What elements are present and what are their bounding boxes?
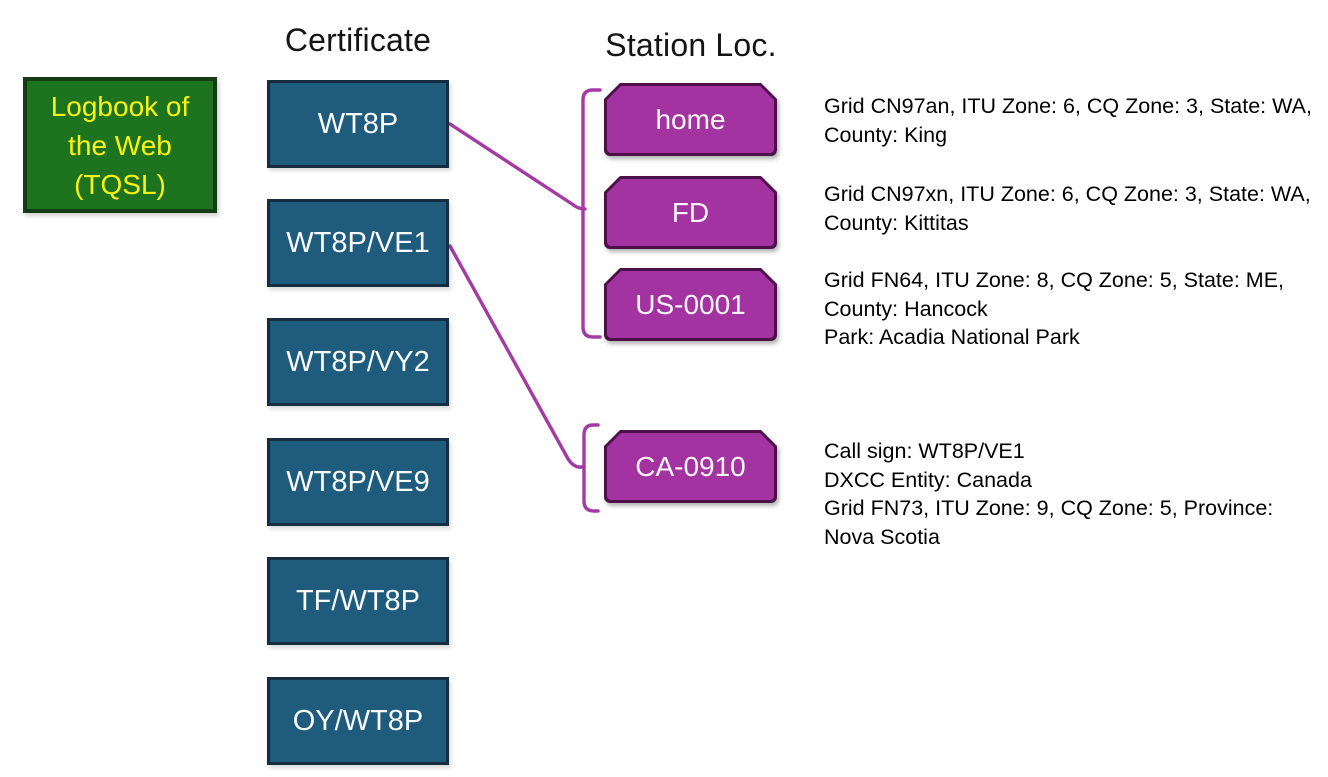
station-label: US-0001 (635, 288, 746, 320)
station-box-fill (607, 86, 774, 153)
connector-wt8pve1-to-ca0910 (448, 244, 586, 469)
station-box-fill (607, 179, 774, 246)
certificate-label: WT8P/VE1 (286, 226, 430, 259)
certificate-label: WT8P/VY2 (286, 345, 430, 378)
lotw-tqsl-box: Logbook of the Web (TQSL) (23, 77, 217, 213)
certificate-label: WT8P/VE9 (286, 465, 430, 498)
certificate-column-header: Certificate (284, 22, 432, 58)
station-description-us-0001: Grid FN64, ITU Zone: 8, CQ Zone: 5, Stat… (824, 268, 1285, 349)
bracket-group-ca0910 (582, 423, 600, 513)
station-label: FD (671, 196, 710, 228)
certificate-label: TF/WT8P (295, 584, 421, 617)
station-box-home: home (604, 83, 777, 156)
station-label: CA-0910 (635, 450, 746, 482)
certificate-box-wt8p-ve9: WT8P/VE9 (267, 438, 449, 526)
station-box-fill (607, 271, 774, 338)
connector-wt8p-to-group (448, 122, 587, 211)
certificate-box-wt8p-vy2: WT8P/VY2 (267, 318, 449, 406)
certificate-box-wt8p-ve1: WT8P/VE1 (267, 199, 449, 287)
station-box-fd: FD (604, 176, 777, 249)
station-box-us-0001: US-0001 (604, 268, 777, 341)
station-description-home: Grid CN97an, ITU Zone: 6, CQ Zone: 3, St… (824, 94, 1312, 147)
station-box-fill (607, 433, 774, 500)
certificate-box-oy-wt8p: OY/WT8P (267, 677, 449, 765)
certificate-box-tf-wt8p: TF/WT8P (267, 557, 449, 645)
station-location-column-header: Station Loc. (605, 27, 777, 63)
certificate-label: OY/WT8P (292, 704, 424, 737)
station-label: home (655, 103, 726, 135)
certificate-label: WT8P (317, 107, 399, 140)
station-description-ca-0910: Call sign: WT8P/VE1 DXCC Entity: Canada … (824, 439, 1274, 549)
certificate-box-wt8p: WT8P (267, 80, 449, 168)
station-description-fd: Grid CN97xn, ITU Zone: 6, CQ Zone: 3, St… (824, 182, 1311, 235)
bracket-group-home-fd-us0001 (581, 88, 602, 339)
station-box-ca-0910: CA-0910 (604, 430, 777, 503)
lotw-tqsl-label: Logbook of the Web (TQSL) (50, 90, 190, 200)
